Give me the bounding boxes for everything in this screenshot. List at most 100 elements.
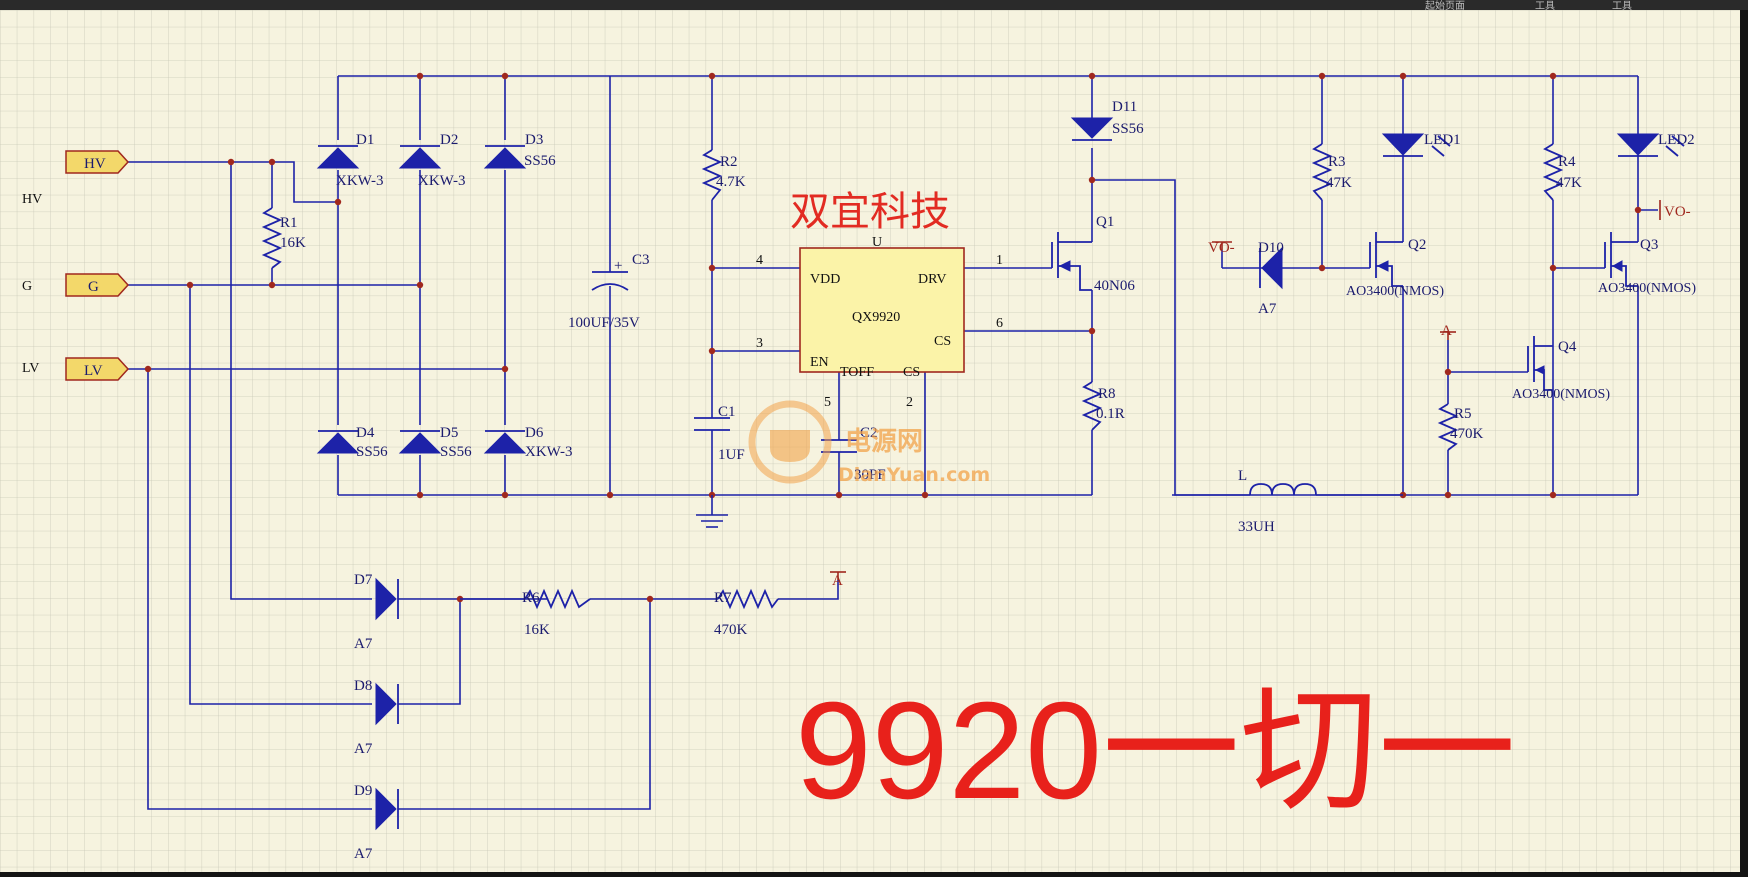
- inductor-l[interactable]: L 33UH: [1238, 468, 1403, 535]
- diode-d3[interactable]: D3 SS56: [483, 132, 556, 169]
- diode-d5[interactable]: D5 SS56: [398, 425, 472, 460]
- capacitor-c3[interactable]: + C3 100UF/35V: [568, 252, 650, 331]
- resistor-r2-ref: R2: [720, 154, 738, 170]
- capacitor-c1-value: 1UF: [718, 447, 745, 463]
- diode-d9-ref: D9: [354, 783, 372, 799]
- netlabel-vo-right[interactable]: VO-: [1659, 200, 1691, 220]
- resistor-r7[interactable]: R7 470K: [714, 588, 779, 638]
- mosfet-q2-value: AO3400(NMOS): [1346, 284, 1444, 299]
- watermark-en: DianYuan.com: [838, 464, 990, 486]
- ic-pin-cs-right: CS: [934, 334, 951, 349]
- capacitor-c1[interactable]: C1 1UF: [694, 404, 745, 463]
- resistor-r3[interactable]: R3 47K: [1311, 143, 1352, 201]
- ic-pin-number-cs: 6: [996, 316, 1003, 331]
- mosfet-q3[interactable]: Q3 AO3400(NMOS): [1598, 232, 1696, 296]
- diode-d8[interactable]: D8 A7: [354, 678, 399, 757]
- diode-d11-value: SS56: [1112, 121, 1144, 137]
- junctions: [144, 72, 1642, 603]
- diode-d10-value: A7: [1258, 301, 1277, 317]
- ground-symbol: [696, 495, 728, 528]
- resistor-r8-value: 0.1R: [1096, 406, 1125, 422]
- resistor-r7-value: 470K: [714, 622, 748, 638]
- diode-d5-ref: D5: [440, 425, 458, 441]
- schematic-canvas: HV HV G G LV LV D1 XKW-3: [0, 10, 1740, 872]
- diode-d7-ref: D7: [354, 572, 373, 588]
- port-hv-label: HV: [84, 156, 106, 172]
- ic-pin-number-en: 3: [756, 336, 763, 351]
- watermark: 电源网 DianYuan.com: [748, 400, 990, 486]
- resistor-r4-ref: R4: [1558, 154, 1576, 170]
- watermark-plug-icon: [770, 430, 810, 462]
- resistor-r5-ref: R5: [1454, 406, 1472, 422]
- watermark-cn: 电源网: [845, 427, 923, 457]
- netlabel-vo-left[interactable]: VO-: [1208, 240, 1235, 256]
- netlabel-a-mid[interactable]: A: [1440, 323, 1456, 340]
- caption-text: 9920一切一: [795, 674, 1516, 828]
- resistor-r6[interactable]: R6 16K: [460, 588, 591, 638]
- resistor-r5[interactable]: R5 470K: [1437, 403, 1484, 451]
- resistor-r1-ref: R1: [280, 215, 298, 231]
- mosfet-q4-value: AO3400(NMOS): [1512, 387, 1610, 402]
- diode-d7[interactable]: D7 A7: [354, 572, 399, 652]
- resistor-r4[interactable]: R4 47K: [1542, 143, 1582, 201]
- port-g[interactable]: G: [65, 273, 130, 297]
- mosfet-q1-value: 40N06: [1094, 278, 1135, 294]
- resistor-r8[interactable]: R8 0.1R: [1081, 381, 1125, 431]
- diode-d9[interactable]: D9 A7: [354, 783, 399, 862]
- resistor-r4-value: 47K: [1556, 175, 1582, 191]
- port-hv-side-label: HV: [22, 192, 42, 207]
- mosfet-q4[interactable]: Q4 AO3400(NMOS): [1512, 336, 1610, 402]
- diode-d1[interactable]: D1 XKW-3: [316, 132, 384, 189]
- capacitor-c2[interactable]: C2 30PF: [821, 425, 886, 483]
- ic-pin-number-drv: 1: [996, 253, 1003, 268]
- diode-d8-value: A7: [354, 741, 373, 757]
- netlabel-a-top[interactable]: A: [830, 571, 846, 589]
- mosfet-q3-ref: Q3: [1640, 237, 1658, 253]
- resistor-r7-ref: R7: [714, 590, 732, 606]
- netlabel-vo-left-text: VO-: [1208, 240, 1235, 256]
- diode-d5-value: SS56: [440, 444, 472, 460]
- ic-qx9920[interactable]: U QX9920 VDD DRV CS EN TOFF CS 4 3 1 6 5…: [756, 235, 1003, 410]
- netlabel-a-top-text: A: [832, 573, 843, 589]
- netlabel-a-mid-text: A: [1441, 323, 1452, 339]
- port-hv[interactable]: HV: [65, 150, 130, 174]
- ic-pin-number-cs2: 2: [906, 395, 913, 410]
- resistor-r6-ref: R6: [522, 590, 540, 606]
- ic-ref: U: [872, 235, 882, 250]
- diode-d2[interactable]: D2 XKW-3: [398, 132, 466, 189]
- diode-d7-value: A7: [354, 636, 373, 652]
- diode-d2-ref: D2: [440, 132, 458, 148]
- port-lv[interactable]: LV: [65, 357, 130, 381]
- led-led2[interactable]: LED2: [1616, 132, 1695, 157]
- top-strip: 起始页面 工具 工具: [0, 0, 1748, 12]
- led-led1[interactable]: LED1: [1381, 132, 1461, 157]
- inductor-value: 33UH: [1238, 519, 1275, 535]
- mosfet-q2-ref: Q2: [1408, 237, 1426, 253]
- resistor-r1[interactable]: R1 16K: [261, 207, 306, 269]
- diode-d3-ref: D3: [525, 132, 543, 148]
- diode-d1-ref: D1: [356, 132, 374, 148]
- mosfet-q4-ref: Q4: [1558, 339, 1577, 355]
- inductor-ref: L: [1238, 468, 1247, 484]
- resistor-r3-value: 47K: [1326, 175, 1352, 191]
- diode-d10[interactable]: D10 A7: [1258, 240, 1284, 317]
- ic-pin-number-toff: 5: [824, 395, 831, 410]
- ic-pin-vdd: VDD: [810, 272, 840, 287]
- diode-d1-value: XKW-3: [336, 173, 384, 189]
- diode-d11-ref: D11: [1112, 99, 1137, 115]
- diode-d6[interactable]: D6 XKW-3: [483, 425, 573, 460]
- netlabel-vo-right-text: VO-: [1664, 204, 1691, 220]
- c3-plus: +: [614, 258, 622, 274]
- capacitor-c3-ref: C3: [632, 252, 650, 268]
- mosfet-q2[interactable]: Q2 AO3400(NMOS): [1346, 232, 1444, 299]
- diode-d4[interactable]: D4 SS56: [316, 425, 388, 460]
- resistor-r2[interactable]: R2 4.7K: [701, 149, 746, 201]
- resistor-r2-value: 4.7K: [716, 174, 746, 190]
- capacitor-c2-value: 30PF: [854, 467, 886, 483]
- ic-pin-toff: TOFF: [840, 365, 874, 380]
- diode-d4-ref: D4: [356, 425, 375, 441]
- mosfet-q1[interactable]: Q1 40N06: [1051, 214, 1135, 294]
- diode-d11[interactable]: D11 SS56: [1070, 99, 1144, 141]
- schematic-sheet: HV HV G G LV LV D1 XKW-3: [0, 10, 1740, 872]
